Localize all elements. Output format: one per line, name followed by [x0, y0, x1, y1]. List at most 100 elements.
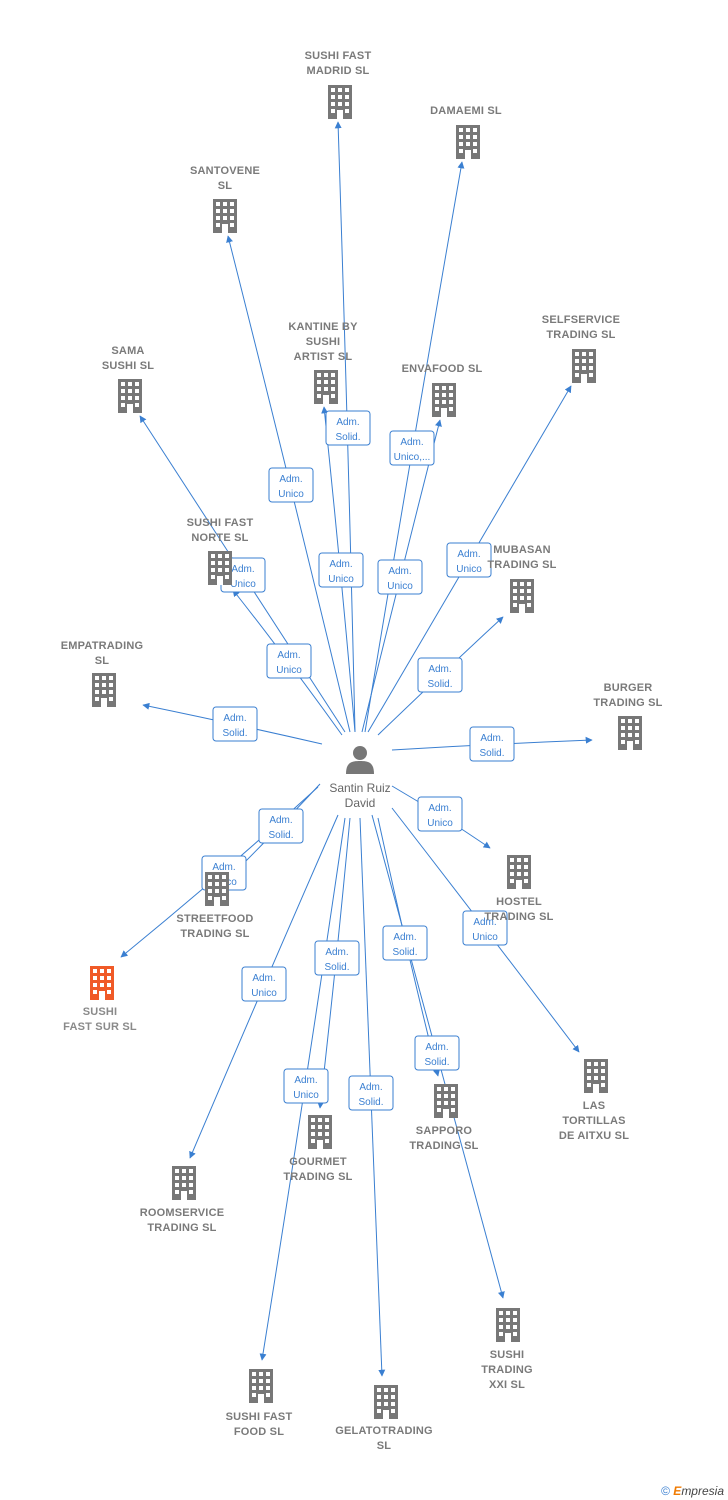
- role-badge-sushi-trading-xxi[interactable]: Adm.Solid.: [414, 1035, 460, 1071]
- company-label-line-1: ENVAFOOD SL: [402, 363, 483, 375]
- role-text-line-1: Adm.: [425, 1042, 448, 1053]
- role-text-line-2: Unico: [251, 988, 277, 999]
- company-label-line-2: SL: [95, 655, 110, 667]
- role-badge-selfservice[interactable]: Adm.Unico: [446, 542, 492, 578]
- role-badge-sushi-fast-norte[interactable]: Adm.Unico: [266, 643, 312, 679]
- role-badge-box: [212, 706, 258, 742]
- role-text-line-1: Adm.: [252, 973, 275, 984]
- role-badge-roomservice[interactable]: Adm. Unico: [241, 966, 287, 1002]
- company-node-damaemi[interactable]: DAMAEMI SL: [430, 105, 502, 159]
- company-label-line-2: TRADING SL: [409, 1140, 478, 1152]
- company-label-line-2: SUSHI SL: [102, 360, 154, 372]
- roles-layer: Adm.Solid.Adm.Unico,...Adm.UnicoAdm.Unic…: [201, 410, 515, 1111]
- role-badge-box: [389, 430, 435, 466]
- company-node-sama-sushi[interactable]: SAMA SUSHI SL: [102, 345, 154, 413]
- building-icon: [374, 1385, 398, 1419]
- company-label-line-2: TRADING SL: [484, 911, 553, 923]
- company-node-hostel-trading[interactable]: HOSTEL TRADING SL: [484, 855, 553, 923]
- role-badge-sushi-fast-madrid[interactable]: Adm.Solid.: [325, 410, 371, 446]
- building-icon: [432, 383, 456, 417]
- role-badge-streetfood[interactable]: Adm.Solid.: [258, 808, 304, 844]
- role-badge-las-tortillas[interactable]: Adm.Unico: [462, 910, 508, 946]
- role-badge-mubasan[interactable]: Adm.Solid.: [417, 657, 463, 693]
- role-text-line-2: Solid.: [222, 728, 247, 739]
- person-icon: [346, 746, 374, 774]
- copyright-symbol: ©: [661, 1484, 670, 1498]
- role-text-line-1: Adm.: [359, 1082, 382, 1093]
- role-badge-gelatotrading[interactable]: Adm.Solid.: [348, 1075, 394, 1111]
- building-icon: [172, 1166, 196, 1200]
- role-badge-sapporo[interactable]: Adm. Solid.: [382, 925, 428, 961]
- role-badge-box: [446, 542, 492, 578]
- company-label-line-1: DAMAEMI SL: [430, 105, 502, 117]
- person-node[interactable]: Santin Ruiz David: [329, 746, 391, 810]
- role-badge-envafood[interactable]: Adm.Unico: [377, 559, 423, 595]
- company-label-line-1: HOSTEL: [496, 896, 542, 908]
- company-label-line-2: TRADING SL: [546, 329, 615, 341]
- role-badge-sushi-fast-food[interactable]: Adm.Unico: [283, 1068, 329, 1104]
- role-badge-box: [318, 552, 364, 588]
- role-text-line-2: Solid.: [392, 947, 417, 958]
- role-badge-santovene[interactable]: Adm.Unico: [268, 467, 314, 503]
- role-badge-box: [266, 643, 312, 679]
- company-node-envafood[interactable]: ENVAFOOD SL: [402, 363, 483, 417]
- role-badge-box: [283, 1068, 329, 1104]
- role-badge-kantine[interactable]: Adm. Unico: [318, 552, 364, 588]
- role-text-line-2: Unico: [328, 574, 354, 585]
- role-text-line-1: Adm.: [393, 932, 416, 943]
- role-text-line-1: Adm.: [480, 733, 503, 744]
- company-label-line-1: GELATOTRADING: [335, 1425, 433, 1437]
- company-label-line-2: TRADING: [481, 1364, 533, 1376]
- brand-name[interactable]: mpresia: [681, 1484, 724, 1498]
- building-icon: [308, 1115, 332, 1149]
- company-label-line-1: SAMA: [111, 345, 144, 357]
- building-icon: [314, 370, 338, 404]
- role-text-line-2: Unico: [456, 564, 482, 575]
- building-icon: [434, 1084, 458, 1118]
- company-label-line-3: ARTIST SL: [294, 351, 353, 363]
- building-icon: [118, 379, 142, 413]
- role-badge-box: [377, 559, 423, 595]
- role-badge-empatrading[interactable]: Adm.Solid.: [212, 706, 258, 742]
- role-text-line-2: Unico: [278, 489, 304, 500]
- role-badge-hostel-trading[interactable]: Adm.Unico: [417, 796, 463, 832]
- role-text-line-2: Unico: [427, 818, 453, 829]
- role-text-line-2: Solid.: [479, 748, 504, 759]
- role-text-line-1: Adm.: [269, 815, 292, 826]
- company-node-sushi-fast-food[interactable]: SUSHI FAST FOOD SL: [226, 1369, 293, 1438]
- company-label-line-1: GOURMET: [289, 1156, 347, 1168]
- building-icon: [328, 85, 352, 119]
- role-text-line-2: Unico: [293, 1090, 319, 1101]
- role-badge-box: [348, 1075, 394, 1111]
- company-label-line-1: SUSHI FAST: [226, 1411, 293, 1423]
- building-icon: [507, 855, 531, 889]
- company-label-line-2: MADRID SL: [307, 65, 370, 77]
- role-badge-burger-trading[interactable]: Adm. Solid.: [469, 726, 515, 762]
- role-badge-gourmet[interactable]: Adm.Solid.: [314, 940, 360, 976]
- role-text-line-1: Adm.: [329, 559, 352, 570]
- company-label-line-2: SUSHI: [306, 336, 341, 348]
- company-label-line-2: TRADING SL: [147, 1222, 216, 1234]
- building-icon: [510, 579, 534, 613]
- company-label-line-2: FOOD SL: [234, 1426, 284, 1438]
- role-text-line-1: Adm.: [388, 566, 411, 577]
- role-badge-damaemi[interactable]: Adm.Unico,...: [389, 430, 435, 466]
- company-label-line-2: TRADING SL: [487, 559, 556, 571]
